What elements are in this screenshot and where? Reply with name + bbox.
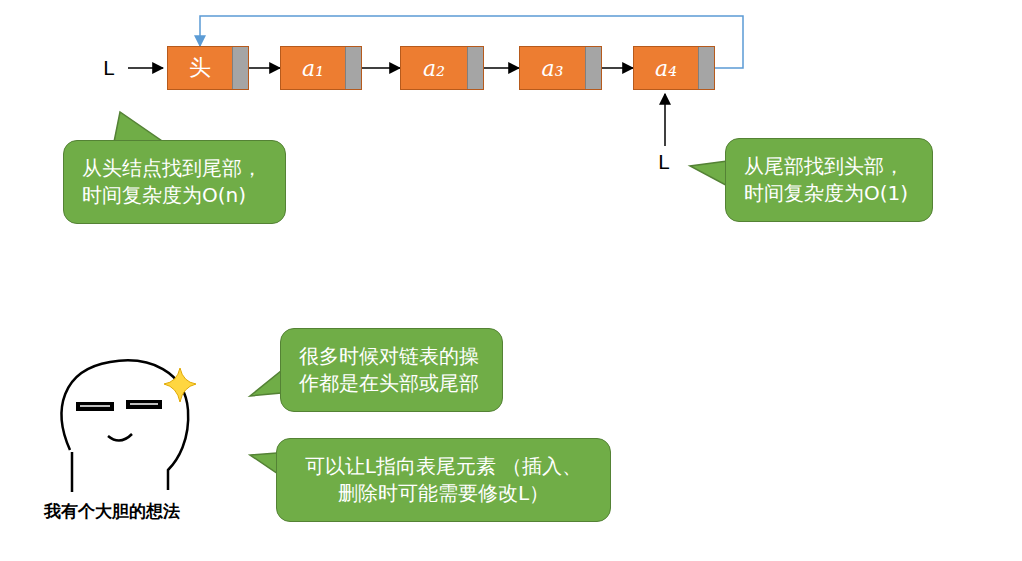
pointer-link [602, 67, 633, 69]
node-label: a₄ [655, 56, 677, 81]
pointer-arrow [664, 94, 666, 146]
pointer-field [467, 47, 483, 89]
pointer-field [698, 47, 714, 89]
pointer-label: L [103, 56, 114, 80]
callout-bubble: 可以让L指向表尾元素 （插入、删除时可能需要修改L） [276, 438, 611, 522]
pointer-arrow [128, 67, 163, 69]
list-node: 头 [167, 46, 249, 90]
list-node: a₂ [400, 46, 484, 90]
pointer-field [232, 47, 248, 89]
callout-text: 从头结点找到尾部， 时间复杂度为O(n) [82, 155, 267, 209]
image-caption: 我有个大胆的想法 [44, 500, 180, 523]
node-label: 头 [189, 53, 211, 83]
callout-bubble: 很多时候对链表的操 作都是在头部或尾部 [280, 328, 503, 412]
pointer-field [585, 47, 601, 89]
pointer-link [362, 67, 400, 69]
node-label: a₂ [423, 56, 445, 81]
callout-text: 可以让L指向表尾元素 （插入、删除时可能需要修改L） [295, 453, 592, 507]
node-label: a₃ [542, 56, 564, 81]
list-node: a₁ [280, 46, 362, 90]
node-label: a₁ [302, 56, 324, 81]
callout-bubble: 从尾部找到头部， 时间复杂度为O(1) [725, 138, 933, 222]
callout-text: 从尾部找到头部， 时间复杂度为O(1) [744, 153, 914, 207]
callout-text: 很多时候对链表的操 作都是在头部或尾部 [299, 343, 484, 397]
pointer-link [249, 67, 280, 69]
face-illustration [62, 360, 196, 492]
pointer-label: L [658, 150, 669, 174]
list-node: a₄ [633, 46, 715, 90]
pointer-link [484, 67, 519, 69]
pointer-field [345, 47, 361, 89]
list-node: a₃ [519, 46, 602, 90]
callout-bubble: 从头结点找到尾部， 时间复杂度为O(n) [63, 140, 286, 224]
